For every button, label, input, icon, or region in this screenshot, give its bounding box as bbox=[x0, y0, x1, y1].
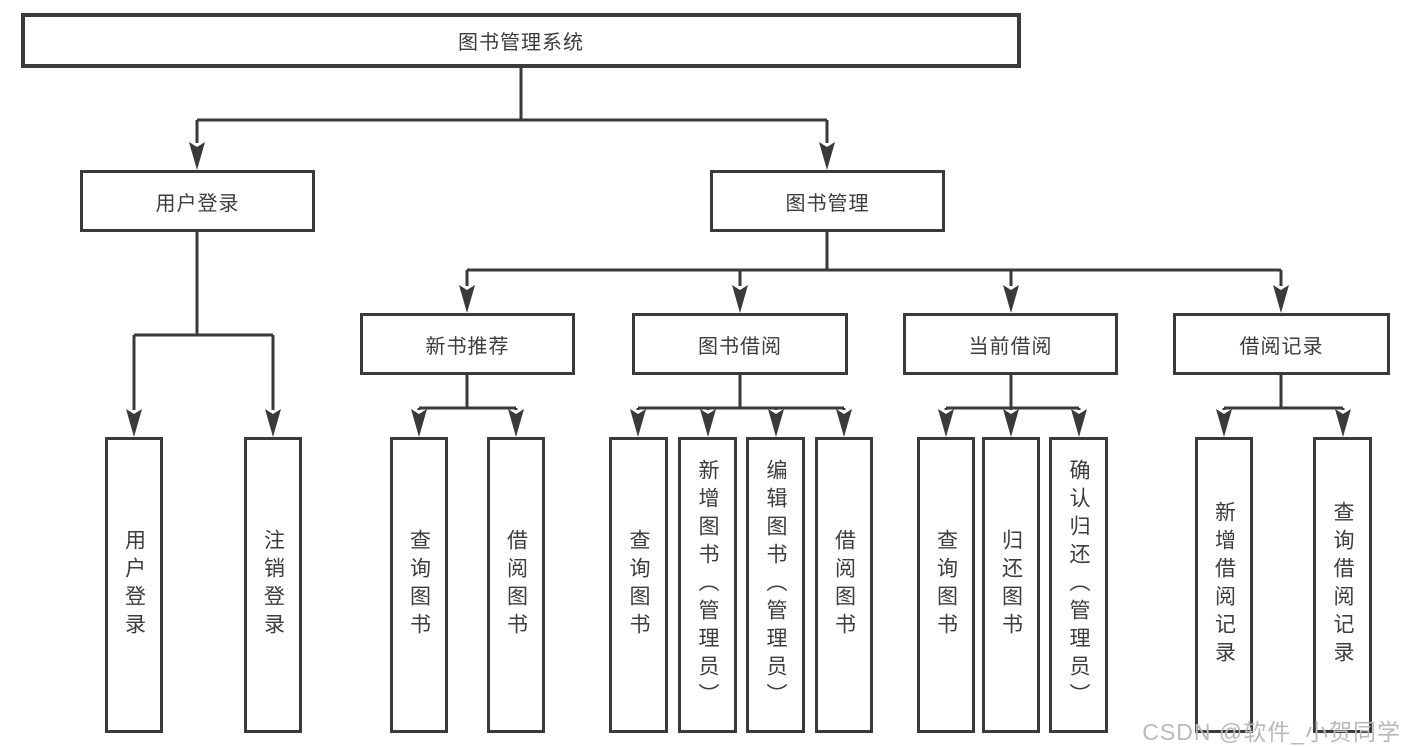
node-library-system-label: 图书管理系统 bbox=[458, 32, 584, 54]
node-book-borrow: 图书借阅 bbox=[632, 313, 848, 375]
leaf-borrow-edit-book: 编辑图书（管理员） bbox=[746, 437, 805, 733]
leaf-borrow-query-label: 查询图书 bbox=[627, 529, 650, 641]
leaf-records-query: 查询借阅记录 bbox=[1313, 437, 1372, 733]
leaf-records-add: 新增借阅记录 bbox=[1195, 437, 1253, 733]
node-current-borrow-label: 当前借阅 bbox=[968, 335, 1053, 358]
leaf-logout: 注销登录 bbox=[244, 437, 302, 733]
leaf-records-add-label: 新增借阅记录 bbox=[1212, 501, 1236, 669]
leaf-user-login-label: 用户登录 bbox=[122, 529, 146, 641]
leaf-user-login: 用户登录 bbox=[105, 437, 163, 733]
leaf-borrow-add-book: 新增图书（管理员） bbox=[678, 437, 737, 733]
node-library-system: 图书管理系统 bbox=[21, 13, 1021, 68]
arrowheads bbox=[126, 142, 1351, 437]
node-borrow-records-label: 借阅记录 bbox=[1239, 335, 1324, 358]
leaf-current-confirm-return-label: 确认归还（管理员） bbox=[1067, 459, 1090, 711]
leaf-newbook-borrow-label: 借阅图书 bbox=[504, 529, 528, 641]
node-new-book-recommend: 新书推荐 bbox=[360, 313, 575, 375]
leaf-logout-label: 注销登录 bbox=[261, 529, 285, 641]
leaf-current-return: 归还图书 bbox=[982, 437, 1040, 733]
csdn-watermark: CSDN @软件_小贺同学 bbox=[1142, 719, 1401, 745]
leaf-current-query: 查询图书 bbox=[917, 437, 975, 733]
leaf-newbook-query-label: 查询图书 bbox=[407, 529, 431, 641]
node-borrow-records: 借阅记录 bbox=[1173, 313, 1390, 375]
leaf-borrow-borrow-book-label: 借阅图书 bbox=[832, 529, 856, 641]
node-user-login: 用户登录 bbox=[80, 170, 315, 232]
node-book-management-label: 图书管理 bbox=[785, 192, 870, 215]
node-current-borrow: 当前借阅 bbox=[903, 313, 1118, 375]
leaf-borrow-add-book-label: 新增图书（管理员） bbox=[696, 459, 719, 711]
node-user-login-label: 用户登录 bbox=[155, 192, 240, 215]
leaf-borrow-edit-book-label: 编辑图书（管理员） bbox=[764, 459, 787, 711]
leaf-newbook-borrow: 借阅图书 bbox=[487, 437, 545, 733]
node-book-borrow-label: 图书借阅 bbox=[698, 335, 782, 358]
leaf-current-confirm-return: 确认归还（管理员） bbox=[1049, 437, 1108, 733]
leaf-newbook-query: 查询图书 bbox=[390, 437, 448, 733]
leaf-borrow-query: 查询图书 bbox=[609, 437, 668, 733]
leaf-current-return-label: 归还图书 bbox=[999, 529, 1023, 641]
node-book-management: 图书管理 bbox=[710, 170, 945, 232]
node-new-book-recommend-label: 新书推荐 bbox=[425, 335, 510, 358]
leaf-borrow-borrow-book: 借阅图书 bbox=[815, 437, 873, 733]
leaf-current-query-label: 查询图书 bbox=[934, 529, 958, 641]
leaf-records-query-label: 查询借阅记录 bbox=[1331, 501, 1354, 669]
